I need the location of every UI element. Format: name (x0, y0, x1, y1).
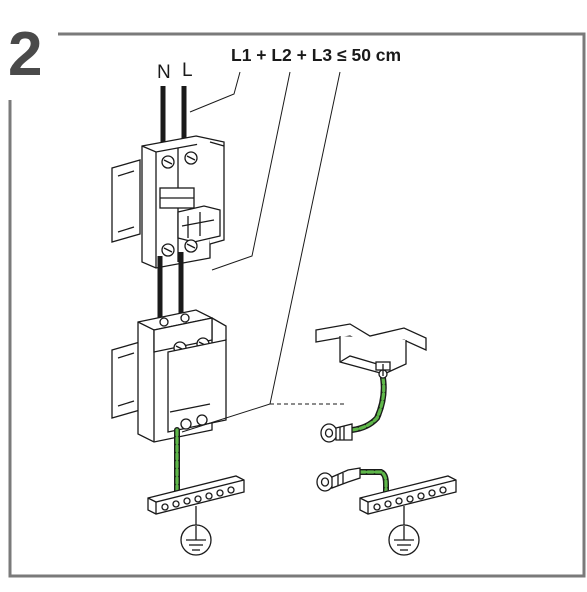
ground-symbol-icon-right (388, 524, 420, 556)
earth-bar-icon (147, 475, 245, 526)
circuit-breaker-icon (141, 135, 225, 269)
neutral-label: N (157, 62, 171, 83)
earth-wires (174, 375, 389, 501)
link-cables (157, 252, 184, 322)
din-rail-lower (111, 341, 141, 419)
leader-lines (181, 71, 346, 433)
ground-symbol-icon (180, 524, 212, 556)
din-rail-upper (111, 159, 141, 243)
live-label: L (182, 60, 193, 81)
surge-protector-icon (137, 309, 227, 443)
earth-bar-icon-right (359, 475, 457, 526)
length-formula: L1 + L2 + L3 ≤ 50 cm (231, 45, 402, 65)
frame (8, 32, 586, 578)
mounting-bracket-icon (315, 323, 427, 379)
crimp-terminal-icon (320, 423, 353, 443)
step-number: 2 (8, 20, 43, 89)
crimp-terminal-icon-2 (316, 467, 361, 492)
